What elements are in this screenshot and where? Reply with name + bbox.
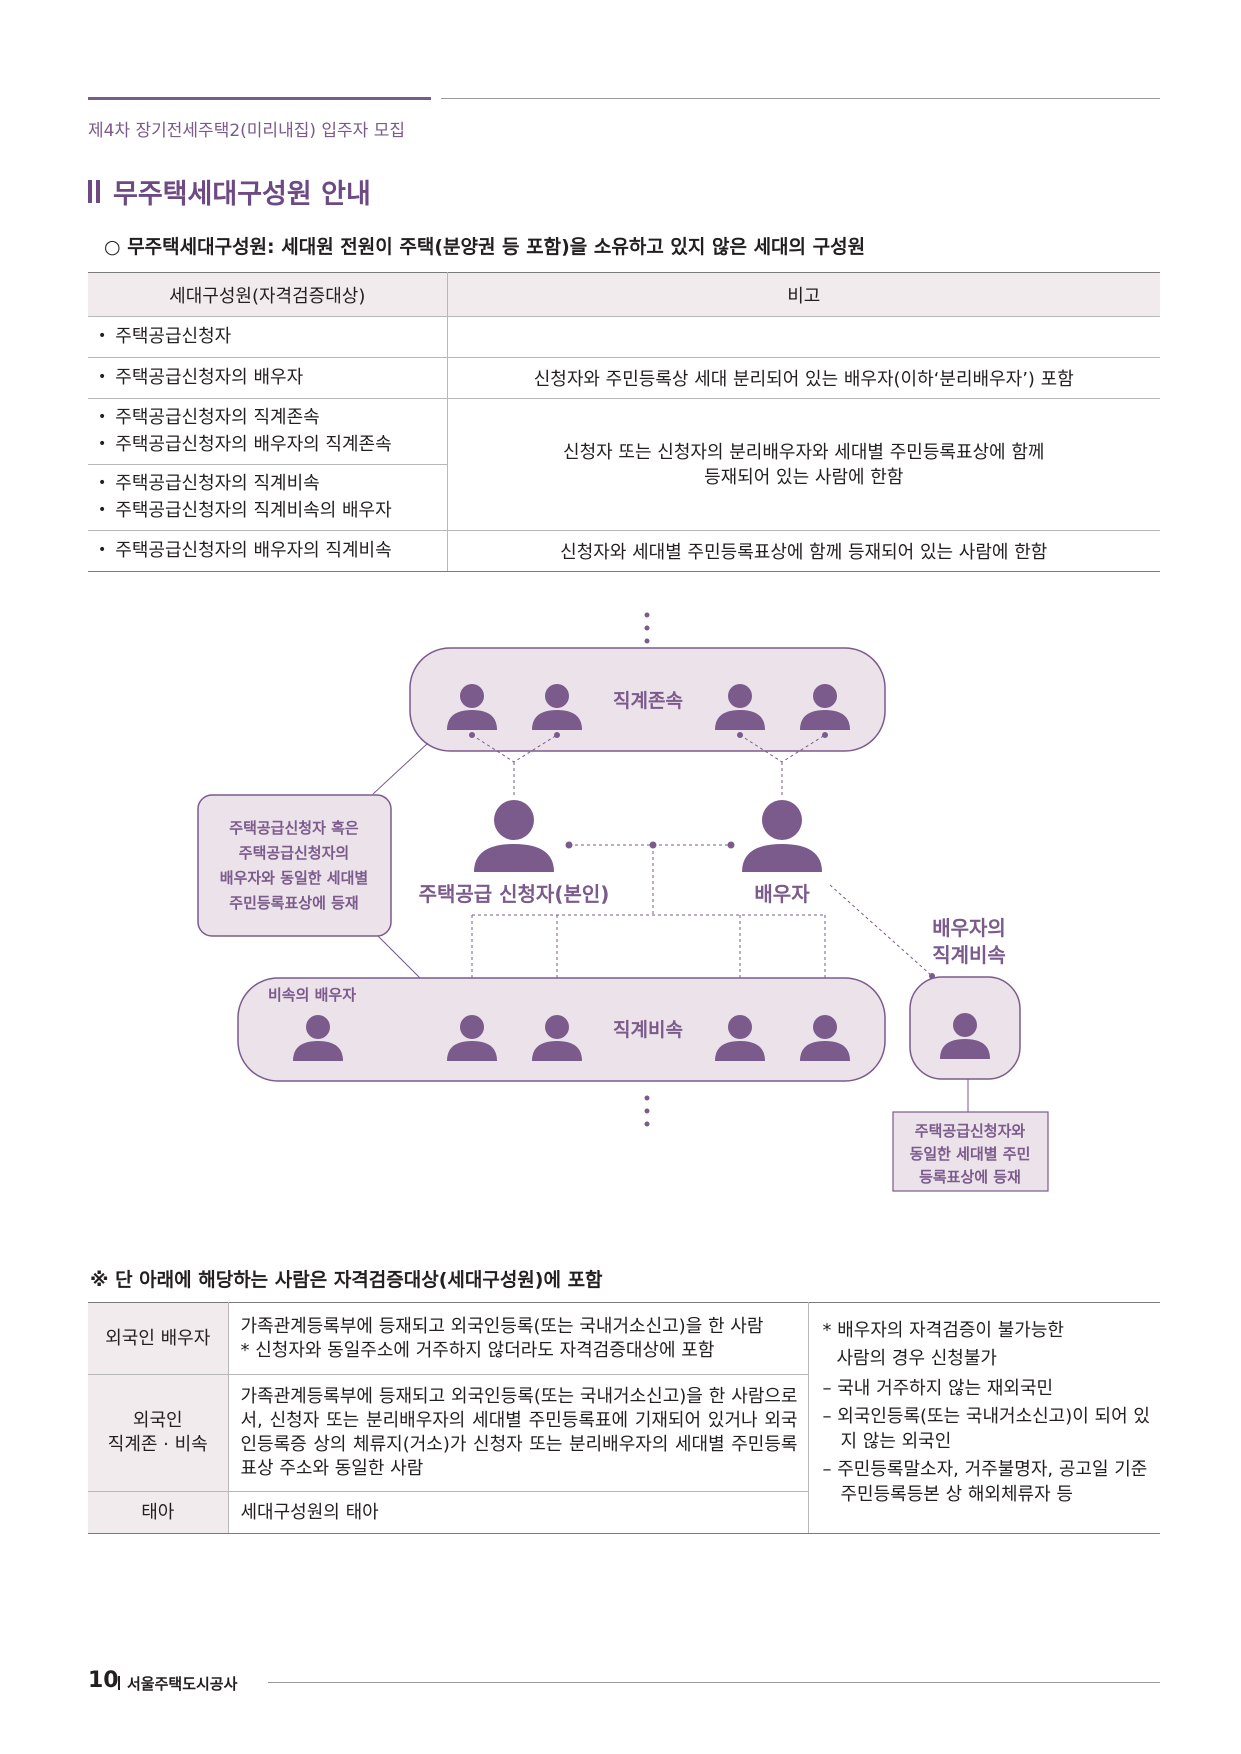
note-cell — [447, 316, 1160, 358]
left-callout-line: 배우자와 동일한 세대별 — [220, 869, 368, 887]
ascendant-connectors — [471, 734, 826, 795]
table-row: 주택공급신청자의 직계비속 주택공급신청자의 직계비속의 배우자 — [88, 464, 1160, 531]
merged-note-line: 신청자 또는 신청자의 분리배우자와 세대별 주민등록표상에 함께 — [563, 441, 1045, 463]
section-title-text: 무주택세대구성원 안내 — [113, 179, 371, 210]
section-title: 무주택세대구성원 안내 — [88, 172, 371, 211]
header-accent-rule — [88, 97, 431, 100]
note-cell: 신청자와 세대별 주민등록표상에 함께 등재되어 있는 사람에 한함 — [447, 530, 1160, 572]
side-note-line: – 주민등록말소자, 거주불명자, 공고일 기준 주민등록등본 상 해외체류자 … — [822, 1459, 1148, 1505]
table-row: 주택공급신청자 — [88, 316, 1160, 358]
table-row: 주택공급신청자의 직계존속 주택공급신청자의 배우자의 직계존속 신청자 또는 … — [88, 398, 1160, 531]
row-label: 태아 — [88, 1491, 229, 1534]
footer-rule — [268, 1682, 1160, 1683]
right-callout-line: 주택공급신청자와 — [915, 1122, 1026, 1140]
member-item: 주택공급신청자의 배우자의 직계존속 — [98, 432, 447, 459]
member-item: 주택공급신청자의 배우자 — [98, 365, 447, 392]
row-desc: 가족관계등록부에 등재되고 외국인등록(또는 국내거소신고)을 한 사람 — [240, 1315, 764, 1337]
descendant-spouse-label: 비속의 배우자 — [268, 986, 356, 1004]
left-callout-line: 주민등록표상에 등재 — [229, 894, 358, 912]
table-header-row: 세대구성원(자격검증대상) 비고 — [88, 272, 1160, 317]
applicant-person-icon — [474, 800, 554, 872]
right-callout-box — [892, 1111, 1049, 1192]
right-callout-line: 동일한 세대별 주민 — [910, 1145, 1031, 1163]
footer-organization: 서울주택도시공사 — [127, 1675, 238, 1693]
side-note-line: – 국내 거주하지 않는 재외국민 — [822, 1378, 1054, 1399]
table-row: 주택공급신청자의 배우자의 직계비속 신청자와 세대별 주민등록표상에 함께 등… — [88, 530, 1160, 572]
definition-text: ○ 무주택세대구성원: 세대원 전원이 주택(분양권 등 포함)을 소유하고 있… — [104, 236, 866, 258]
household-members-table: 세대구성원(자격검증대상) 비고 주택공급신청자 주택공급신청자의 배우자 신청… — [88, 272, 1160, 572]
left-callout-line: 주택공급신청자 혹은 — [229, 819, 359, 837]
side-note-cell: * 배우자의 자격검증이 불가능한 사람의 경우 신청불가 – 국내 거주하지 … — [808, 1302, 1160, 1534]
merged-note-cell: 신청자 또는 신청자의 분리배우자와 세대별 주민등록표상에 함께 등재되어 있… — [447, 398, 1160, 531]
header-note: 비고 — [447, 272, 1160, 317]
row-label: 직계존 · 비속 — [107, 1434, 208, 1455]
row-desc: 가족관계등록부에 등재되고 외국인등록(또는 국내거소신고)을 한 사람으로서,… — [228, 1374, 809, 1492]
row-desc: 세대구성원의 태아 — [228, 1491, 809, 1534]
household-diagram: 직계존속 주택공급 신청자(본인) 배우자 주택공급신청자 혹은 주택공급신청자… — [197, 612, 1049, 1192]
ellipsis-bottom-icon — [644, 1095, 650, 1127]
member-item: 주택공급신청자의 직계비속 — [98, 471, 447, 498]
table-row: 태아 세대구성원의 태아 — [88, 1491, 1160, 1534]
note-title: ※ 단 아래에 해당하는 사람은 자격검증대상(세대구성원)에 포함 — [90, 1269, 603, 1291]
ascendants-label: 직계존속 — [613, 690, 683, 712]
page-number: 10 — [88, 1668, 119, 1693]
spouse-descendant-label: 직계비속 — [932, 943, 1006, 967]
member-item: 주택공급신청자의 직계비속의 배우자 — [98, 498, 447, 525]
right-callout-line: 등록표상에 등재 — [919, 1168, 1021, 1186]
footer-separator — [118, 1676, 120, 1690]
left-callout-line: 주택공급신청자의 — [239, 844, 349, 862]
note-cell: 신청자와 주민등록상 세대 분리되어 있는 배우자(이하‘분리배우자’) 포함 — [447, 357, 1160, 399]
side-note-line: * 배우자의 자격검증이 불가능한 — [822, 1320, 1064, 1341]
table-row: 주택공급신청자의 배우자 신청자와 주민등록상 세대 분리되어 있는 배우자(이… — [88, 357, 1160, 399]
ascendants-box — [409, 647, 886, 752]
row-label: 외국인 — [132, 1410, 183, 1431]
member-item: 주택공급신청자의 배우자의 직계비속 — [98, 538, 447, 565]
row-desc: * 신청자와 동일주소에 거주하지 않더라도 자격검증대상에 포함 — [240, 1339, 715, 1361]
side-note-line: 사람의 경우 신청불가 — [836, 1348, 997, 1369]
spouse-label: 배우자 — [754, 882, 810, 906]
member-item: 주택공급신청자 — [98, 324, 447, 351]
section-marker-icon — [88, 180, 101, 203]
member-item: 주택공급신청자의 직계존속 — [98, 405, 447, 432]
applicant-label: 주택공급 신청자(본인) — [419, 882, 610, 906]
ellipsis-top-icon — [644, 612, 650, 644]
spouse-person-icon — [742, 800, 822, 872]
header-rule — [441, 98, 1160, 99]
merged-note-line: 등재되어 있는 사람에 한함 — [704, 466, 904, 488]
left-callout-box — [197, 794, 392, 937]
spouse-descendant-label: 배우자의 — [932, 916, 1006, 940]
header-members: 세대구성원(자격검증대상) — [88, 272, 448, 317]
table-row: 외국인 직계존 · 비속 가족관계등록부에 등재되고 외국인등록(또는 국내거소… — [88, 1374, 1160, 1492]
document-header: 제4차 장기전세주택2(미리내집) 입주자 모집 — [88, 121, 405, 141]
side-note-line: – 외국인등록(또는 국내거소신고)이 되어 있지 않는 외국인 — [822, 1406, 1150, 1452]
descendants-label: 직계비속 — [613, 1019, 683, 1041]
table-row: 외국인 배우자 가족관계등록부에 등재되고 외국인등록(또는 국내거소신고)을 … — [88, 1302, 1160, 1534]
row-label: 외국인 배우자 — [88, 1302, 229, 1375]
exception-table: 외국인 배우자 가족관계등록부에 등재되고 외국인등록(또는 국내거소신고)을 … — [88, 1302, 1160, 1534]
